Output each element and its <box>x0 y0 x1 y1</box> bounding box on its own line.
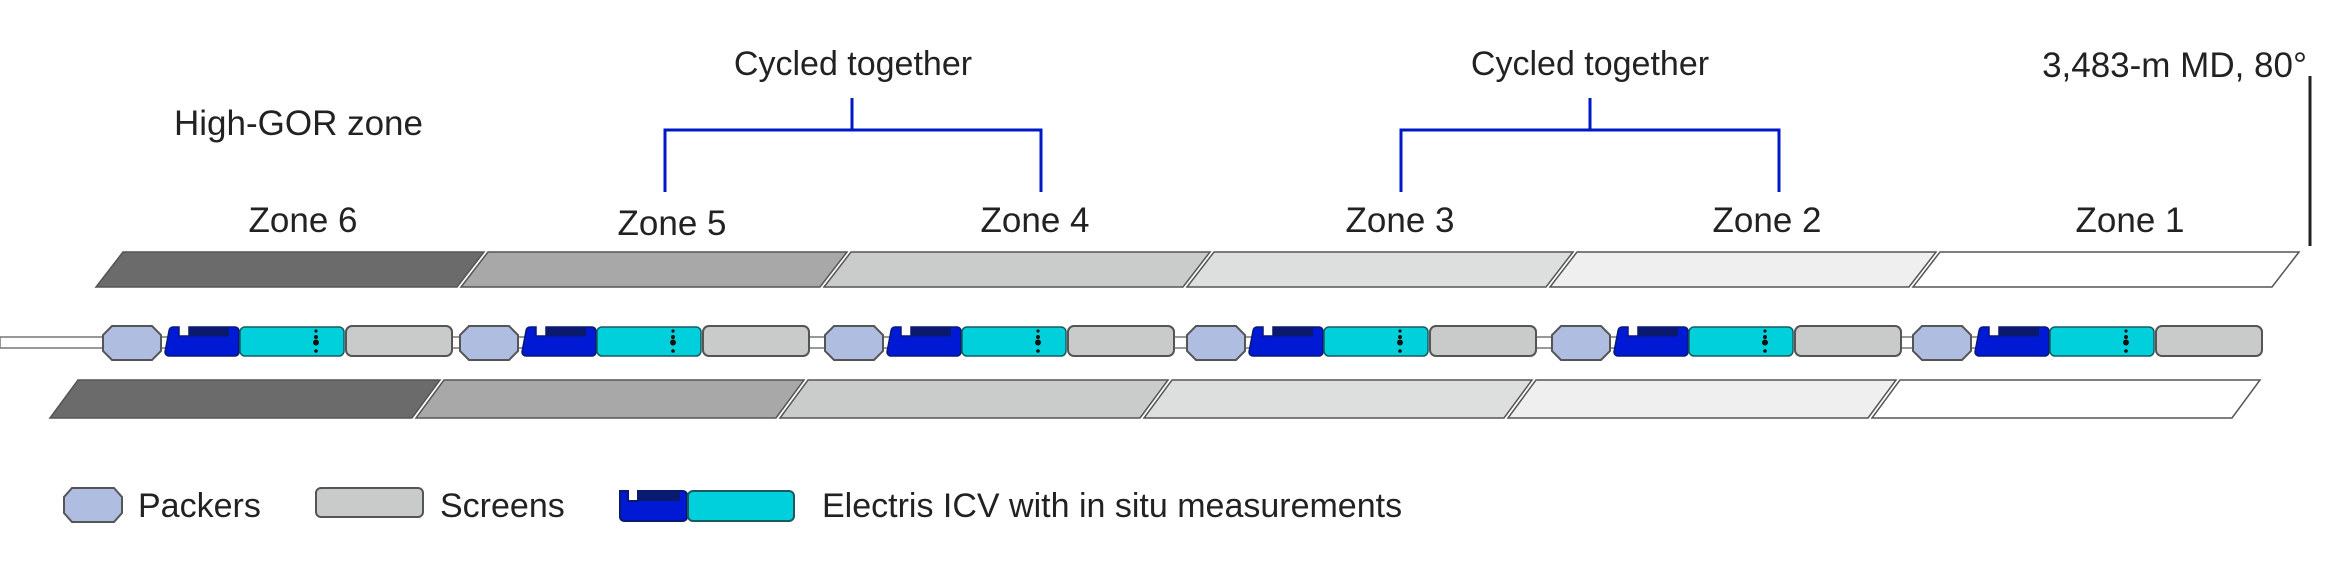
icv-actuator <box>1273 327 1313 337</box>
zone-label: Zone 2 <box>1713 201 1822 240</box>
zone-assembly <box>1912 325 2263 361</box>
zone-band-bottom <box>48 379 2262 419</box>
screen-icon <box>315 487 424 518</box>
zone-band-bottom-segment <box>778 379 1170 419</box>
zone-band-top-segment <box>94 251 486 288</box>
zone-label: Zone 5 <box>618 204 727 243</box>
legend: Packers Screens Electris ICV with in sit… <box>63 487 1402 525</box>
sensor-dot <box>314 329 318 333</box>
zone-band-top <box>94 251 2301 288</box>
zone-label: Zone 4 <box>981 201 1090 240</box>
zone-band-bottom-segment <box>414 379 806 419</box>
high-gor-label: High-GOR zone <box>174 104 423 143</box>
packer-icon <box>1186 325 1246 361</box>
sensor-dot <box>670 339 676 346</box>
tubing-pipe <box>0 336 105 349</box>
zone-labels: Zone 6 Zone 5 Zone 4 Zone 3 Zone 2 Zone … <box>249 201 2185 243</box>
zone-band-bottom-segment <box>1142 379 1534 419</box>
icv-gauge-section <box>1323 326 1429 357</box>
sensor-dot <box>1398 349 1402 353</box>
cycle-brackets: Cycled together Cycled together <box>663 45 1781 192</box>
icv-gauge-section <box>2049 326 2155 357</box>
icv-gauge-section <box>961 326 1067 357</box>
screen-icon <box>702 325 810 357</box>
legend-item-packers: Packers <box>63 487 261 525</box>
zone-assembly <box>1186 325 1555 361</box>
sensor-dot <box>1398 329 1402 333</box>
legend-label: Screens <box>440 487 565 525</box>
packer-icon <box>1551 325 1611 361</box>
sensor-dot <box>2124 349 2128 353</box>
sensor-dot <box>671 349 675 353</box>
icv-actuator <box>1638 327 1678 337</box>
zone-band-top-segment <box>459 251 849 288</box>
sensor-dot <box>1036 329 1040 333</box>
icv-gauge-section <box>596 326 702 357</box>
screen-icon <box>1429 325 1537 357</box>
legend-item-screens: Screens <box>315 487 565 525</box>
screen-icon <box>1794 325 1902 357</box>
zone-band-bottom-segment <box>1506 379 1898 419</box>
sensor-dot <box>2124 335 2128 339</box>
zone-band-top-segment <box>1185 251 1575 288</box>
zone-assembly <box>1551 325 1916 361</box>
zone-band-top-segment <box>1548 251 1938 288</box>
sensor-dot <box>1036 335 1040 339</box>
zone-band-top-segment <box>1911 251 2301 288</box>
sensor-dot <box>671 329 675 333</box>
sensor-dot <box>1398 335 1402 339</box>
screen-icon <box>2155 325 2263 357</box>
icv-gauge-section <box>239 326 345 357</box>
icv-actuator <box>189 327 229 337</box>
sensor-dot <box>1035 339 1041 346</box>
packer-icon <box>63 487 123 523</box>
depth-label: 3,483-m MD, 80° <box>2042 46 2307 85</box>
icv-actuator <box>546 327 586 337</box>
sensor-dot <box>1762 339 1768 346</box>
packer-icon <box>824 325 884 361</box>
sensor-dot <box>1763 335 1767 339</box>
screen-icon <box>1067 325 1175 357</box>
screen-icon <box>345 325 453 357</box>
packer-icon <box>459 325 519 361</box>
legend-label: Electris ICV with in situ measurements <box>822 487 1402 525</box>
zone-label: Zone 3 <box>1346 201 1455 240</box>
packer-icon <box>1912 325 1972 361</box>
legend-item-icv: Electris ICV with in situ measurements <box>619 487 1402 525</box>
cycle-bracket <box>663 98 1043 192</box>
zone-band-bottom-segment <box>48 379 442 419</box>
sensor-dot <box>1763 329 1767 333</box>
zone-band-top-segment <box>822 251 1212 288</box>
zone-assembly <box>824 325 1190 361</box>
sensor-dot <box>2124 329 2128 333</box>
icv-actuator <box>911 327 951 337</box>
cycle-bracket <box>1399 98 1781 192</box>
sensor-dot <box>671 335 675 339</box>
icv-gauge-section <box>1688 326 1794 357</box>
icv-icon <box>619 490 795 522</box>
cycle-group-label: Cycled together <box>734 45 972 83</box>
sensor-dot <box>314 335 318 339</box>
sensor-dot <box>313 339 319 346</box>
legend-label: Packers <box>138 487 261 525</box>
zone-label: Zone 6 <box>249 201 358 240</box>
icv-actuator <box>1999 327 2039 337</box>
sensor-dot <box>2123 339 2129 346</box>
zone-label: Zone 1 <box>2076 201 2185 240</box>
sensor-dot <box>1763 349 1767 353</box>
completion-string <box>0 325 2263 361</box>
sensor-dot <box>1397 339 1403 346</box>
cycle-group-label: Cycled together <box>1471 45 1709 83</box>
packer-icon <box>102 325 162 361</box>
zone-assembly <box>102 325 463 361</box>
sensor-dot <box>1036 349 1040 353</box>
zone-band-bottom-segment <box>1870 379 2262 419</box>
sensor-dot <box>314 349 318 353</box>
zone-assembly <box>459 325 828 361</box>
